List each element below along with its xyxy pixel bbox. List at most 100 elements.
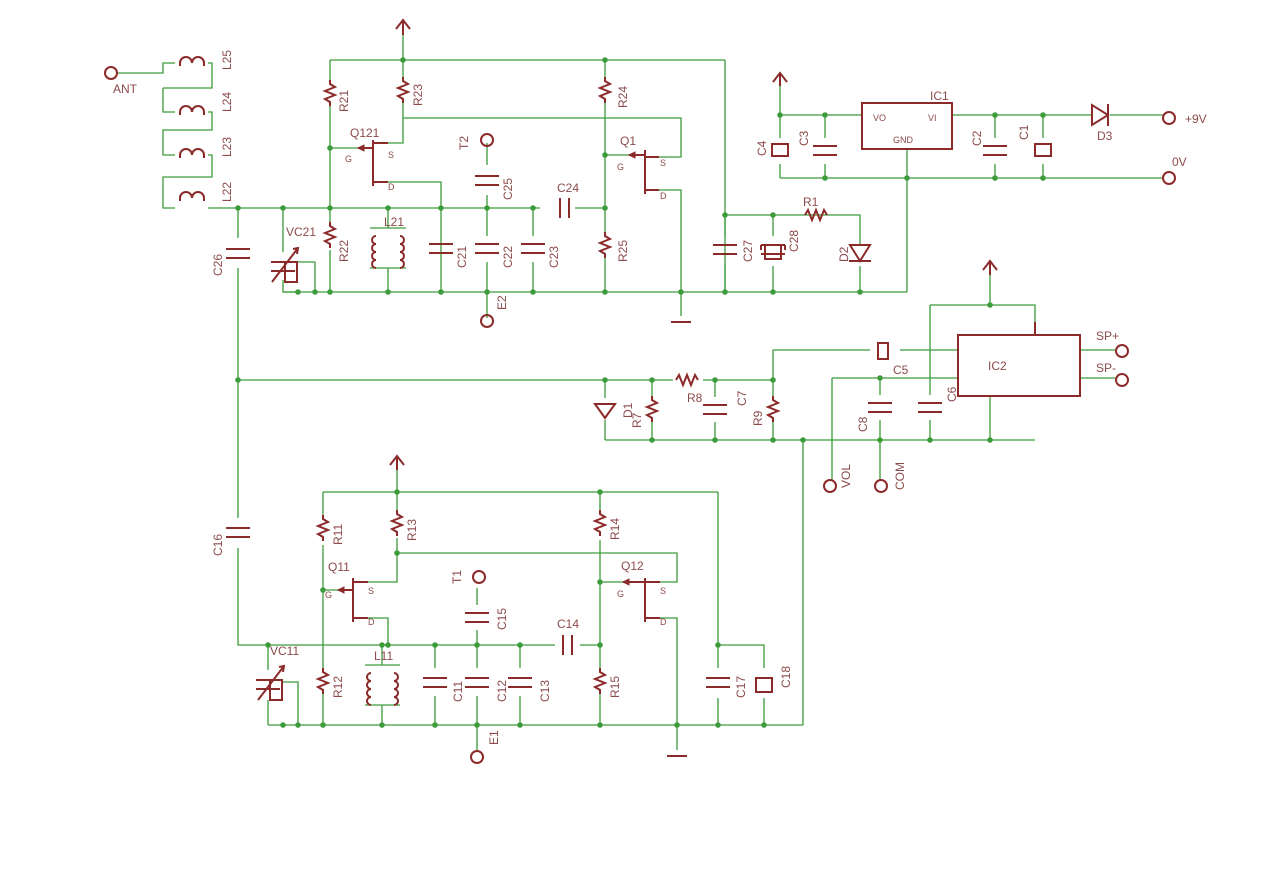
pin-g-q12: G — [617, 589, 624, 599]
pad-e1 — [470, 750, 484, 764]
capacitor-c18 — [755, 677, 773, 693]
fet-q11 — [336, 578, 368, 622]
resistor-r13 — [389, 510, 405, 536]
resistor-r7 — [644, 396, 660, 422]
label-t2: T2 — [457, 136, 471, 150]
pin-d-q121: D — [388, 182, 395, 192]
coil-l22 — [179, 191, 205, 201]
supply-arrow-regulator — [772, 71, 788, 86]
fet-q1 — [627, 150, 659, 194]
pin-g-q11: G — [325, 590, 332, 600]
resistor-r24 — [597, 77, 613, 103]
ic2-body — [957, 334, 1081, 397]
label-q11: Q11 — [328, 560, 350, 574]
label-l23: L23 — [220, 137, 234, 157]
capacitor-c15 — [465, 612, 489, 623]
pad-sp-plus — [1115, 344, 1129, 358]
label-r15: R15 — [608, 676, 622, 698]
trimmer-vc11-body — [269, 679, 283, 701]
label-c21: C21 — [455, 246, 469, 268]
supply-arrow-lower — [389, 454, 405, 470]
capacitor-c16 — [226, 527, 250, 538]
capacitor-c3 — [813, 145, 837, 156]
capacitor-c13 — [508, 677, 532, 688]
pin-s-q11: S — [368, 586, 374, 596]
label-c6: C6 — [945, 386, 959, 402]
label-ic2: IC2 — [988, 359, 1007, 373]
label-ic1: IC1 — [930, 89, 949, 103]
label-c28: C28 — [787, 230, 801, 252]
label-r12: R12 — [331, 676, 345, 698]
coil-l25 — [179, 56, 205, 66]
labels: ANT L25 L24 L23 L22 R21 R23 R24 R22 R25 … — [113, 50, 1207, 745]
pin-d-q1: D — [660, 191, 667, 201]
diode-d2 — [848, 244, 872, 263]
label-c4: C4 — [755, 140, 769, 156]
supply-arrow-ic2 — [982, 259, 998, 275]
label-q12: Q12 — [621, 559, 644, 573]
label-r14: R14 — [608, 518, 622, 540]
label-c17: C17 — [734, 676, 748, 698]
label-d1: D1 — [621, 402, 635, 418]
pad-vol — [823, 479, 837, 493]
coil-l23 — [179, 148, 205, 158]
capacitor-c23 — [521, 243, 545, 254]
resistor-r15 — [592, 668, 608, 694]
capacitor-c25 — [475, 175, 499, 186]
capacitor-c21 — [429, 243, 453, 254]
wires — [117, 35, 1163, 750]
label-r8: R8 — [687, 391, 703, 405]
label-r7: R7 — [630, 412, 644, 428]
label-c14: C14 — [557, 617, 579, 631]
junctions — [235, 57, 1046, 728]
label-c7: C7 — [735, 390, 749, 406]
transformer-l21 — [371, 235, 405, 269]
pad-0v — [1162, 171, 1176, 185]
resistor-r22 — [322, 222, 338, 248]
label-plus9v: +9V — [1185, 112, 1207, 126]
label-l25: L25 — [220, 50, 234, 70]
pin-s-q1: S — [660, 158, 666, 168]
label-r1: R1 — [803, 195, 819, 209]
label-c24: C24 — [557, 181, 579, 195]
capacitor-c5 — [877, 342, 889, 360]
capacitor-c14 — [562, 635, 573, 655]
capacitor-c1 — [1034, 143, 1052, 157]
capacitor-c24 — [559, 198, 570, 218]
label-e2: E2 — [495, 295, 509, 310]
label-r24: R24 — [616, 86, 630, 108]
label-q1: Q1 — [620, 134, 636, 148]
pin-g-q121: G — [345, 154, 352, 164]
label-c27: C27 — [741, 240, 755, 262]
capacitor-c17 — [706, 677, 730, 688]
pad-t2 — [480, 133, 494, 147]
label-c13: C13 — [538, 680, 552, 702]
label-r22: R22 — [337, 240, 351, 262]
coil-l24 — [179, 105, 205, 115]
label-l24: L24 — [220, 92, 234, 112]
supply-arrow-upper — [395, 18, 411, 35]
label-0v: 0V — [1172, 155, 1187, 169]
pin-s-q12: S — [660, 586, 666, 596]
pad-com — [874, 479, 888, 493]
diode-d3 — [1091, 103, 1110, 127]
label-c1: C1 — [1017, 124, 1031, 140]
resistor-r9 — [765, 396, 781, 422]
label-r23: R23 — [411, 84, 425, 106]
label-r21: R21 — [337, 90, 351, 112]
label-q121: Q121 — [350, 126, 380, 140]
pad-e2 — [480, 314, 494, 328]
resistor-r14 — [592, 510, 608, 536]
capacitor-c26 — [226, 248, 250, 259]
resistor-r21 — [322, 80, 338, 106]
label-l21: L21 — [384, 215, 404, 229]
pin-d-q12: D — [660, 617, 667, 627]
label-c8: C8 — [856, 416, 870, 432]
label-sp-plus: SP+ — [1096, 329, 1119, 343]
label-t1: T1 — [450, 570, 464, 584]
pad-t1 — [472, 570, 486, 584]
resistor-r12 — [315, 668, 331, 694]
label-c2: C2 — [970, 130, 984, 146]
label-c11: C11 — [451, 681, 465, 702]
label-l11: L11 — [374, 649, 393, 663]
